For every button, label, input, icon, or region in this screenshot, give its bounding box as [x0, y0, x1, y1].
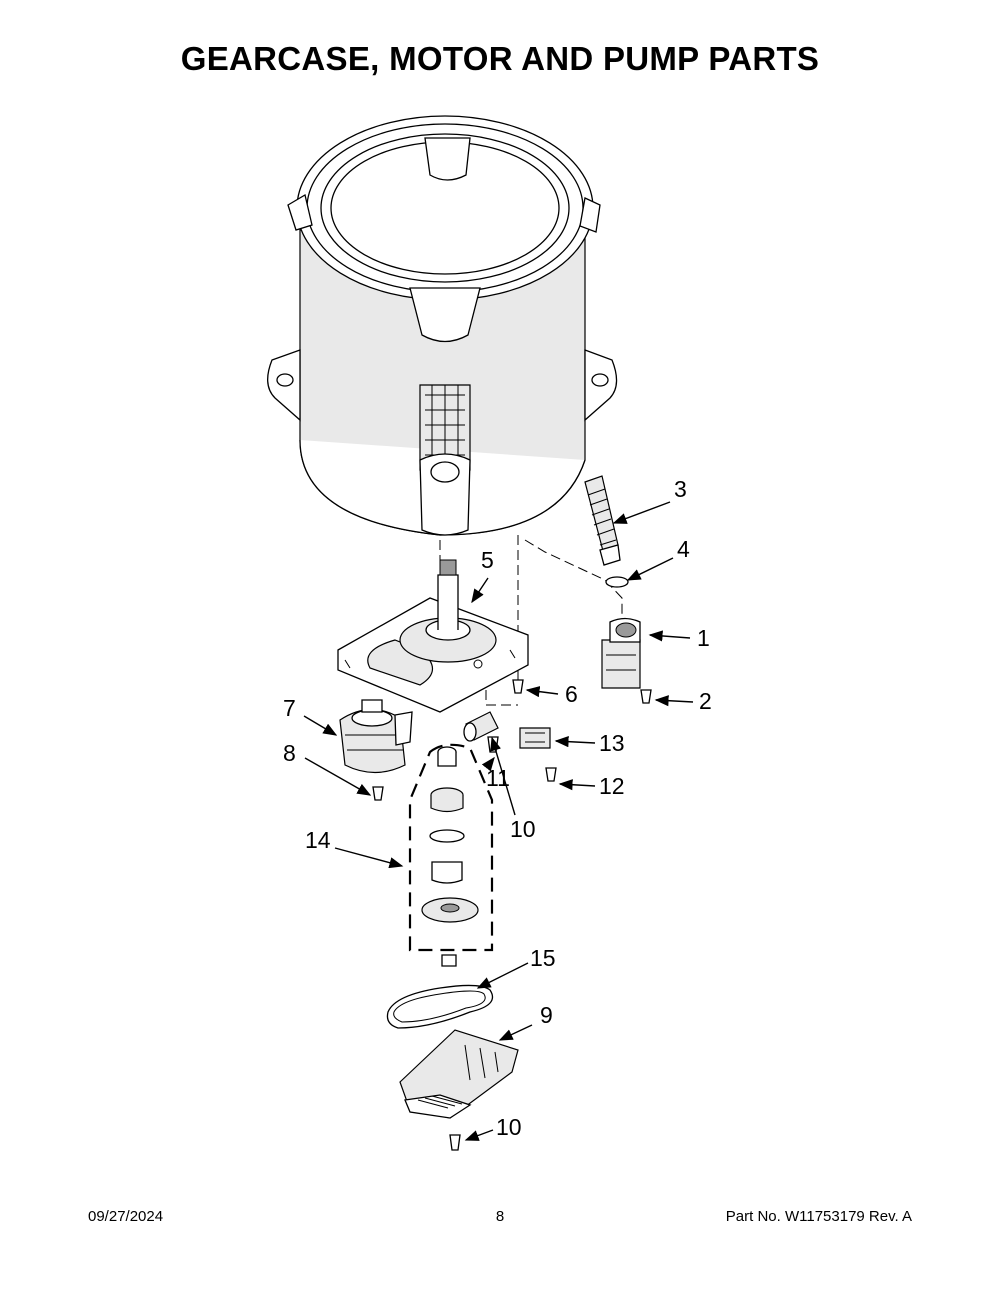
hose-clamp — [605, 576, 629, 588]
footer-part-number: Part No. W11753179 Rev. A — [725, 1208, 912, 1225]
callout-7: 7 — [283, 695, 296, 721]
drive-motor — [339, 699, 413, 774]
page-title: GEARCASE, MOTOR AND PUMP PARTS — [180, 40, 820, 77]
callout-10-upper: 10 — [510, 816, 536, 842]
drain-pump — [601, 617, 641, 689]
screw-2 — [640, 689, 652, 704]
screw-12 — [545, 767, 557, 782]
callout-8: 8 — [283, 740, 296, 766]
callout-15: 15 — [530, 945, 556, 971]
drain-hose — [584, 475, 621, 566]
callout-14: 14 — [305, 827, 331, 853]
callout-10-lower: 10 — [496, 1114, 522, 1140]
callout-3: 3 — [674, 476, 687, 502]
outer-tub — [267, 115, 618, 536]
clutch-kit — [421, 746, 479, 967]
gearcase-assembly — [337, 559, 529, 713]
callout-9: 9 — [540, 1002, 553, 1028]
drive-belt — [386, 984, 494, 1029]
callout-6: 6 — [565, 681, 578, 707]
screw-8 — [372, 786, 384, 801]
callout-5: 5 — [481, 547, 494, 573]
callout-13: 13 — [599, 730, 625, 756]
footer-page-number: 8 — [495, 1208, 505, 1225]
callout-2: 2 — [699, 688, 712, 714]
motor-shield — [399, 1029, 519, 1119]
footer-date: 09/27/2024 — [88, 1208, 164, 1225]
screw-6 — [512, 679, 524, 694]
callout-11: 11 — [486, 765, 510, 791]
capacitor — [463, 711, 499, 742]
callout-12: 12 — [599, 773, 625, 799]
switch-13 — [519, 727, 551, 749]
callout-4: 4 — [677, 536, 690, 562]
callout-1: 1 — [697, 625, 710, 651]
screw-10-lower — [449, 1134, 461, 1151]
